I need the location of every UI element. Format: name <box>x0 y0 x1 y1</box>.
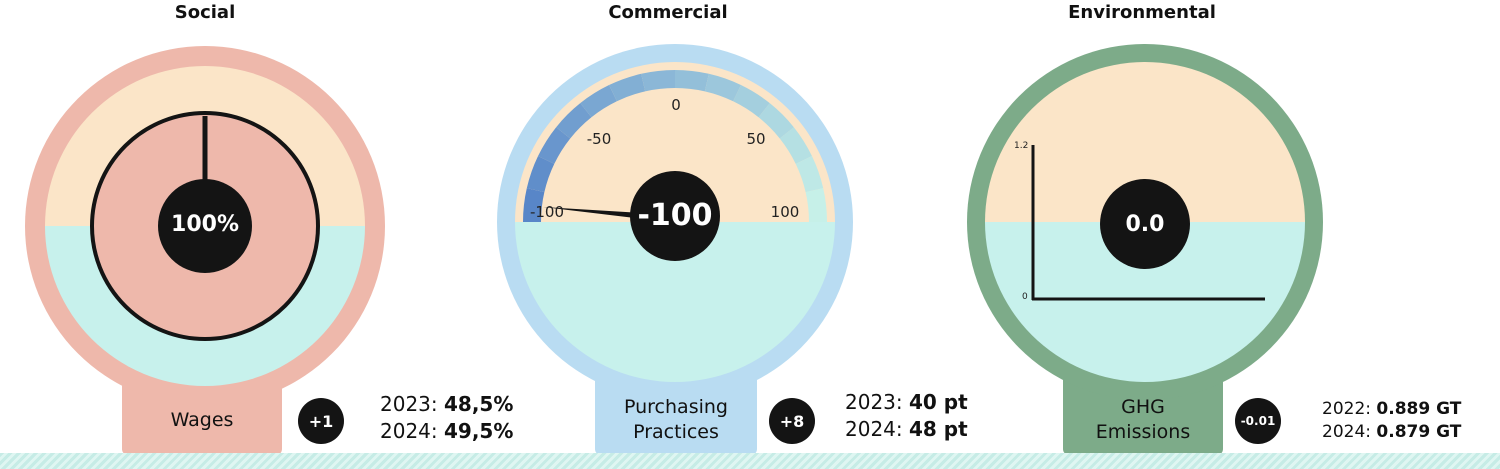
stat-row: 2024: 49,5% <box>380 418 513 445</box>
social-title: Social <box>174 2 236 23</box>
commercial-label: Purchasing Practices <box>595 395 757 445</box>
stat-period: 2023: <box>845 390 903 414</box>
environmental-delta-badge: -0.01 <box>1235 398 1281 444</box>
commercial-tick-label: 50 <box>746 130 766 148</box>
scale-segment <box>641 70 675 92</box>
stat-value: 48,5% <box>444 392 514 416</box>
scale-segment <box>523 188 545 222</box>
scale-segment <box>805 188 827 222</box>
commercial-needle <box>543 207 643 219</box>
stat-row: 2023: 48,5% <box>380 391 513 418</box>
commercial-center-value: -100 <box>637 198 713 233</box>
environmental-label-line: Emissions <box>1095 421 1191 443</box>
commercial-title: Commercial <box>608 2 728 23</box>
stat-value: 48 pt <box>909 417 968 441</box>
stat-row: 2023: 40 pt <box>845 389 968 416</box>
scale-segment <box>609 73 646 102</box>
commercial-delta-badge: +8 <box>769 398 815 444</box>
environmental-stats: 2022: 0.889 GT 2024: 0.879 GT <box>1322 398 1461 444</box>
stat-row: 2024: 48 pt <box>845 416 968 443</box>
social-stats: 2023: 48,5% 2024: 49,5% <box>380 391 513 445</box>
environmental-y-max-label: 1.2 <box>1014 141 1029 151</box>
environmental-title: Environmental <box>1068 2 1216 23</box>
stat-period: 2024: <box>380 419 438 443</box>
scale-segment <box>795 156 824 193</box>
social-center-disc <box>158 179 252 273</box>
stat-row: 2024: 0.879 GT <box>1322 421 1461 444</box>
social-gauge <box>25 46 385 455</box>
commercial-label-line: Practices <box>633 421 719 443</box>
scale-segment <box>556 103 592 139</box>
stat-row: 2022: 0.889 GT <box>1322 398 1461 421</box>
scale-segment <box>675 70 709 92</box>
environmental-center-value: 0.0 <box>1125 212 1165 237</box>
environmental-y-min-label: 0 <box>1022 292 1028 302</box>
environmental-gauge <box>967 44 1323 455</box>
commercial-label-line: Purchasing <box>624 396 728 418</box>
commercial-tick-label: -100 <box>529 203 565 221</box>
scale-segment <box>526 156 555 193</box>
scale-segment <box>758 103 794 139</box>
stat-period: 2024: <box>845 417 903 441</box>
social-center-value: 100% <box>171 212 239 237</box>
stat-value: 49,5% <box>444 419 514 443</box>
stat-period: 2022: <box>1322 399 1371 419</box>
environmental-label-line: GHG <box>1121 396 1165 418</box>
stat-value: 0.889 GT <box>1376 399 1462 419</box>
stat-value: 40 pt <box>909 390 968 414</box>
stat-period: 2024: <box>1322 422 1371 442</box>
scale-segment <box>733 85 770 118</box>
commercial-tick-label: 0 <box>671 96 681 114</box>
social-delta-badge: +1 <box>298 398 344 444</box>
commercial-stats: 2023: 40 pt 2024: 48 pt <box>845 389 968 443</box>
commercial-tick-label: 100 <box>770 203 800 221</box>
scale-segment <box>580 85 617 118</box>
stat-period: 2023: <box>380 392 438 416</box>
commercial-gauge <box>497 44 853 455</box>
environmental-center-disc <box>1100 179 1190 269</box>
scale-segment <box>704 73 741 102</box>
commercial-tick-label: -50 <box>586 130 612 148</box>
social-label: Wages <box>122 408 282 433</box>
commercial-center-disc <box>630 171 720 261</box>
social-label-line: Wages <box>170 409 234 431</box>
commercial-color-scale <box>523 70 827 222</box>
scale-segment <box>779 127 812 164</box>
ground-strip <box>0 453 1500 469</box>
scale-segment <box>538 127 571 164</box>
stat-value: 0.879 GT <box>1376 422 1462 442</box>
environmental-label: GHG Emissions <box>1063 395 1223 445</box>
